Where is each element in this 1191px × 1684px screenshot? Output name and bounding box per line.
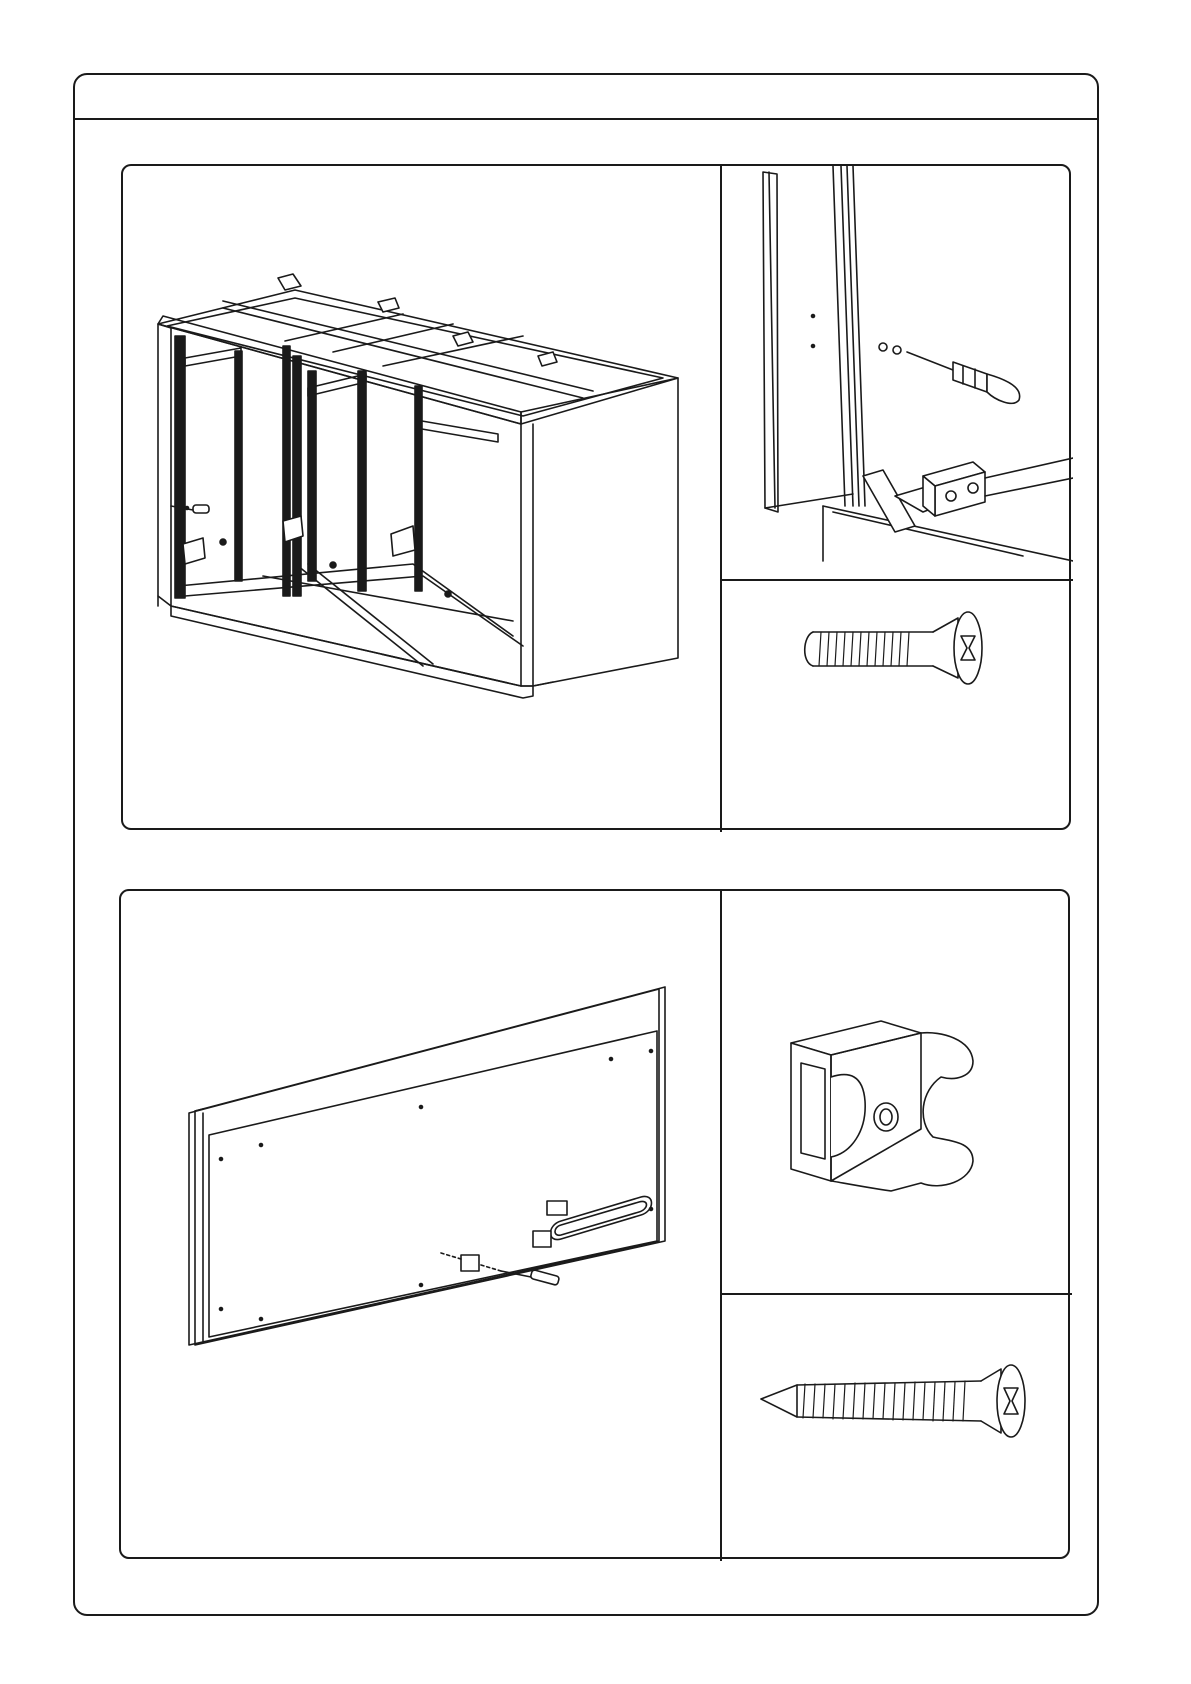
step-1-panel: [121, 164, 1071, 830]
countersunk-wood-screw-icon: [761, 1365, 1025, 1437]
panel-clip-mounting-illustration: [189, 987, 665, 1345]
cabinet-frame-assembly-illustration: [158, 274, 678, 698]
screwdriver-detail-illustration: [763, 166, 1073, 561]
countersunk-machine-screw-icon: [805, 612, 982, 684]
step-2-illustrations: [121, 891, 1072, 1561]
mounting-clip-icon: [791, 1021, 973, 1191]
step-1-illustrations: [123, 166, 1073, 832]
step-2-panel: [119, 889, 1070, 1559]
header-rule: [73, 118, 1099, 120]
